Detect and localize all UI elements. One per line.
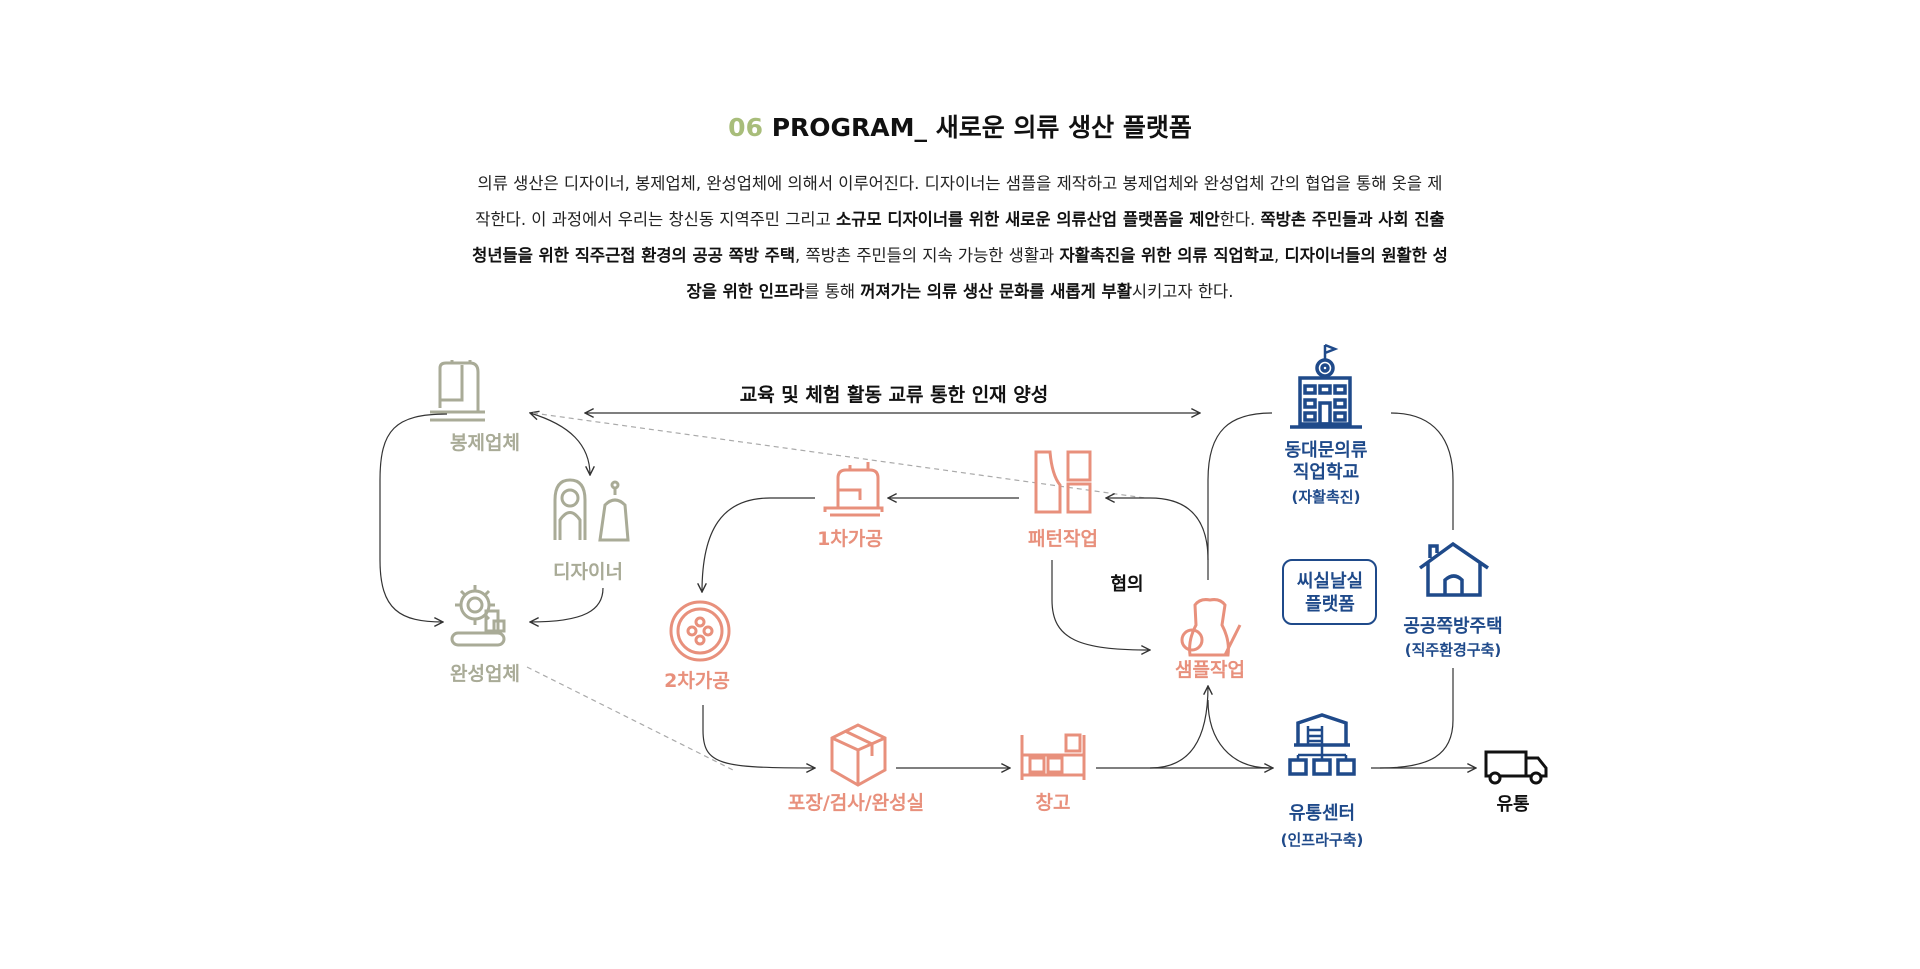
node-label-distribution-center: 유통센터 xyxy=(1289,803,1355,824)
first-to-second-arrow xyxy=(702,497,815,592)
consult-label: 협의 xyxy=(1110,573,1143,595)
house-icon xyxy=(1418,541,1489,597)
node-sublabel-distribution-center: (인프라구축) xyxy=(1281,831,1364,849)
node-label-warehouse: 창고 xyxy=(1036,792,1071,814)
intro-text: 를 통해 xyxy=(804,282,861,301)
node-label-first-processing: 1차가공 xyxy=(817,528,883,550)
sewing-machine-icon xyxy=(430,360,485,422)
node-sublabel-housing: (직주환경구축) xyxy=(1405,641,1502,659)
intro-text: , xyxy=(1274,246,1285,265)
mannequin-icon xyxy=(1180,598,1242,657)
intro-bold: 디자이너들의 원활한 성장을 위한 인프라 xyxy=(686,246,1448,301)
intro-bold: 소규모 디자이너를 위한 새로운 의류산업 플랫폼을 제안 xyxy=(836,210,1220,229)
pattern-to-sample-arrow xyxy=(1051,560,1150,650)
connectors xyxy=(379,412,1476,772)
node-label-designer: 디자이너 xyxy=(553,561,623,583)
section-title: PROGRAM_ 새로운 의류 생산 플랫폼 xyxy=(771,113,1192,142)
node-label-pattern-work: 패턴작업 xyxy=(1028,528,1098,550)
warehouse-to-sample-arrow xyxy=(1149,686,1208,769)
pattern-icon xyxy=(1034,450,1092,514)
node-label-school: 동대문의류 xyxy=(1285,440,1368,461)
node-label-distribution: 유통 xyxy=(1496,794,1529,815)
housing-center-line xyxy=(1379,668,1454,769)
branch-line xyxy=(1207,699,1271,769)
node-label-finishing-company: 완성업체 xyxy=(450,663,520,685)
intro-text: 한다. xyxy=(1219,210,1261,229)
platform-box xyxy=(1282,559,1377,625)
intro-bold: 꺼져가는 의류 생산 문화를 새롭게 부활 xyxy=(860,282,1132,301)
second-to-packing-arrow xyxy=(702,705,815,768)
truck-icon xyxy=(1484,750,1548,785)
school-building-icon xyxy=(1290,343,1362,429)
sewing-machine-icon xyxy=(823,462,884,517)
intro-bold: 자활촉진을 위한 의류 직업학교 xyxy=(1059,246,1275,265)
node-label-packing: 포장/검사/완성실 xyxy=(788,792,924,814)
warehouse-shelf-icon xyxy=(1020,733,1086,780)
sewing-designer-arrow xyxy=(530,413,590,475)
designer-icon xyxy=(553,478,630,542)
intro-text: 시키고자 한다. xyxy=(1131,282,1234,301)
platform-label: 플랫폼 xyxy=(1305,594,1355,615)
school-housing-line xyxy=(1390,412,1454,530)
platform-label: 씨실날실 xyxy=(1297,571,1363,592)
dashed-link xyxy=(532,412,1146,499)
sample-school-line xyxy=(1207,412,1273,580)
factory-gear-icon xyxy=(450,585,506,647)
education-label: 교육 및 체험 활동 교류 통한 인재 양성 xyxy=(740,384,1049,406)
page-title: 06 PROGRAM_ 새로운 의류 생산 플랫폼 xyxy=(0,108,1920,144)
sewing-to-finishing-arrow xyxy=(379,413,448,622)
node-label-sample-work: 샘플작업 xyxy=(1175,659,1245,681)
box-icon xyxy=(830,723,887,787)
dashed-link xyxy=(526,666,736,772)
node-label-second-processing: 2차가공 xyxy=(664,670,730,692)
button-icon xyxy=(669,600,731,662)
intro-text: , 쪽방촌 주민들의 지속 가능한 생활과 xyxy=(795,246,1060,265)
distribution-center-icon xyxy=(1288,713,1356,776)
designer-to-finishing-arrow xyxy=(530,587,604,622)
node-label-sewing-company: 봉제업체 xyxy=(450,432,520,454)
sample-to-pattern-arrow xyxy=(1106,498,1209,561)
intro-bold: 쪽방촌 주민들과 사회 진출 청년들을 위한 직주근접 환경의 공공 쪽방 주택 xyxy=(472,210,1445,265)
node-label-housing: 공공쪽방주택 xyxy=(1403,616,1502,637)
intro-text: 의류 생산은 디자이너, 봉제업체, 완성업체에 의해서 이루어진다. 디자이너… xyxy=(475,174,1443,229)
node-label-school: 직업학교 xyxy=(1293,461,1359,483)
node-sublabel-school: (자활촉진) xyxy=(1292,488,1361,506)
section-number: 06 xyxy=(728,113,763,142)
intro-paragraph: 의류 생산은 디자이너, 봉제업체, 완성업체에 의해서 이루어진다. 디자이너… xyxy=(472,166,1448,310)
